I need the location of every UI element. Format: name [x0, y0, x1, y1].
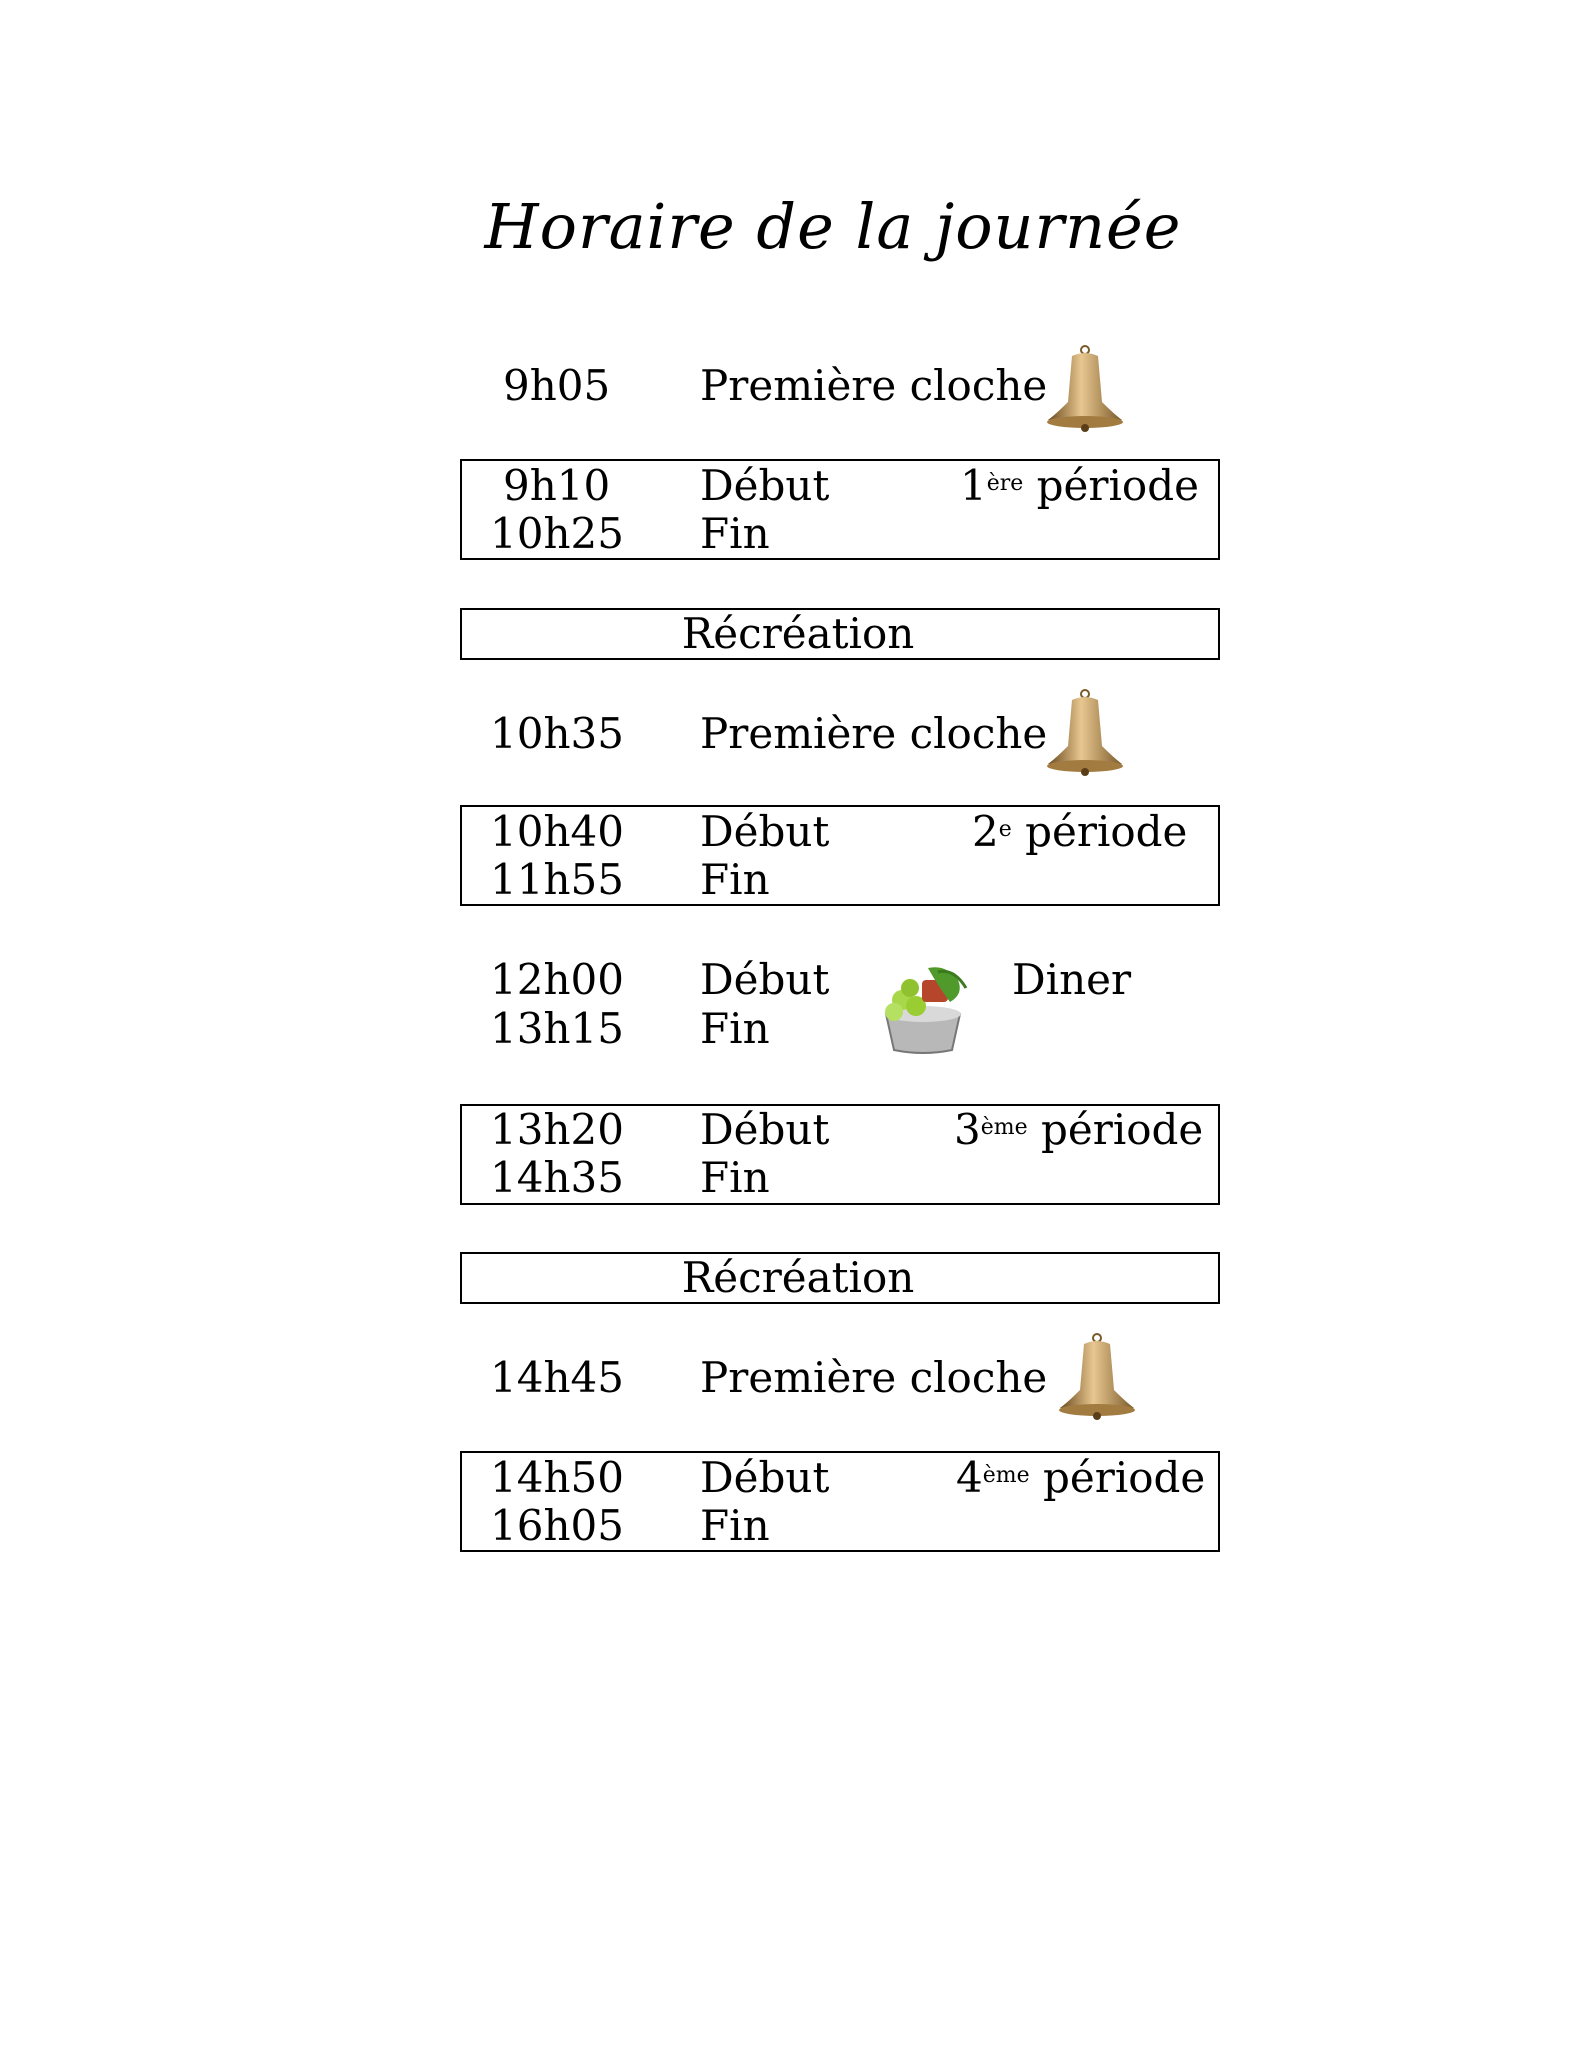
lunch-start-label: Début [700, 955, 830, 1004]
period-3-start-time: 13h20 [490, 1105, 624, 1154]
period-2-start-label: Début [700, 807, 830, 856]
period-3-name: 3ème période [954, 1105, 1204, 1154]
recess-label-2: Récréation [681, 1253, 915, 1302]
period-2-end-label: Fin [700, 855, 770, 904]
page-title: Horaire de la journée [484, 190, 1182, 263]
period-1-start-time: 9h10 [503, 461, 611, 510]
period-2-end-time: 11h55 [490, 855, 624, 904]
bell-label-2: Première cloche [700, 709, 1048, 758]
period-box-2 [460, 805, 1220, 906]
period-4-start-label: Début [700, 1453, 830, 1502]
bell-label-3: Première cloche [700, 1353, 1048, 1402]
period-2-name: 2e période [972, 807, 1188, 856]
bell-time-3: 14h45 [490, 1353, 624, 1402]
lunch-end-label: Fin [700, 1004, 770, 1053]
period-box-3 [460, 1104, 1220, 1205]
recess-box-1 [460, 608, 1220, 660]
period-4-end-time: 16h05 [490, 1501, 624, 1550]
period-1-end-time: 10h25 [490, 509, 624, 558]
period-1-name: 1ère période [960, 461, 1199, 510]
period-4-name: 4ème période [956, 1453, 1206, 1502]
period-4-end-label: Fin [700, 1501, 770, 1550]
period-box-4 [460, 1451, 1220, 1552]
bell-time-2: 10h35 [490, 709, 624, 758]
recess-label-1: Récréation [681, 609, 915, 658]
period-box-1 [460, 459, 1220, 560]
recess-box-2 [460, 1252, 1220, 1304]
period-2-start-time: 10h40 [490, 807, 624, 856]
bell-time-1: 9h05 [503, 361, 611, 410]
lunch-label: Diner [1012, 955, 1132, 1004]
bell-icon [1047, 689, 1123, 776]
period-3-start-label: Début [700, 1105, 830, 1154]
period-1-start-label: Début [700, 461, 830, 510]
bell-label-1: Première cloche [700, 361, 1048, 410]
period-4-start-time: 14h50 [490, 1453, 624, 1502]
bell-icon [1059, 1333, 1135, 1420]
period-3-end-label: Fin [700, 1153, 770, 1202]
period-1-end-label: Fin [700, 509, 770, 558]
salad-icon [884, 967, 968, 1054]
period-3-end-time: 14h35 [490, 1153, 624, 1202]
lunch-start-time: 12h00 [490, 955, 624, 1004]
bell-icon [1047, 345, 1123, 432]
lunch-end-time: 13h15 [490, 1004, 624, 1053]
